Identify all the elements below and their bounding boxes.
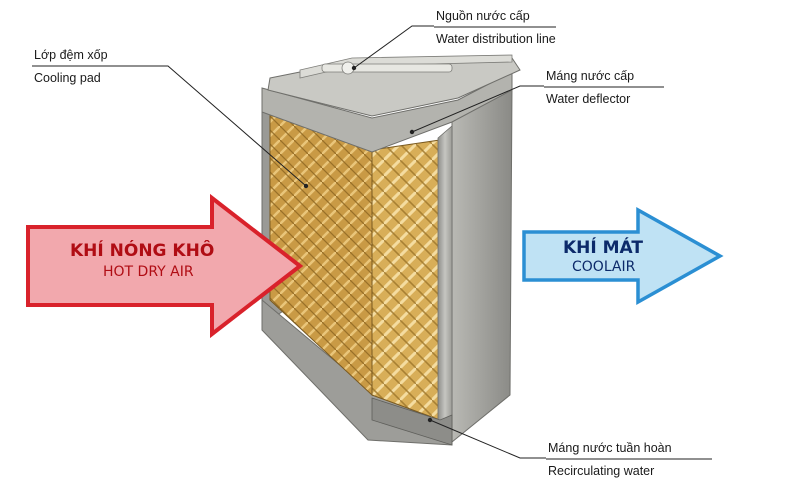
water-deflector-label-en: Water deflector (546, 92, 631, 106)
leader-deflector-dot (409, 129, 415, 135)
recirculating-tray (371, 397, 453, 446)
hot-air-title: KHÍ NÓNG KHÔ (70, 241, 215, 261)
water-deflector-label-vn: Máng nước cấp (546, 69, 635, 83)
frame-vertical-strip (437, 125, 453, 442)
leader-pad-dot (303, 183, 309, 189)
water-supply-label-en: Water distribution line (436, 32, 556, 46)
cool-air-subtitle: COOLAIR (572, 259, 636, 275)
leader-recirc-dot (427, 417, 433, 423)
frame-side-panel (451, 87, 513, 444)
hot-air-subtitle: HOT DRY AIR (103, 264, 194, 280)
water-supply-label-vn: Nguồn nước cấp (436, 9, 530, 23)
recirculating-label-en: Recirculating water (548, 464, 655, 478)
leader-supply (353, 25, 434, 69)
leader-deflector (411, 85, 544, 133)
leader-recirc (429, 419, 546, 459)
cooling-pad-label-vn: Lớp đệm xốp (34, 48, 108, 62)
recirculating-label-vn: Máng nước tuần hoàn (548, 441, 672, 455)
top-rim (299, 54, 513, 79)
cool-air-title: KHÍ MÁT (563, 238, 643, 258)
cooling-pad-face (371, 139, 441, 421)
leader-supply-dot (351, 65, 357, 71)
water-distribution-pipe (321, 63, 453, 73)
hot-air-arrow (26, 193, 304, 339)
cooling-pad-label-en: Cooling pad (34, 71, 101, 85)
cool-air-arrow (522, 207, 724, 305)
water-deflector (261, 71, 513, 153)
